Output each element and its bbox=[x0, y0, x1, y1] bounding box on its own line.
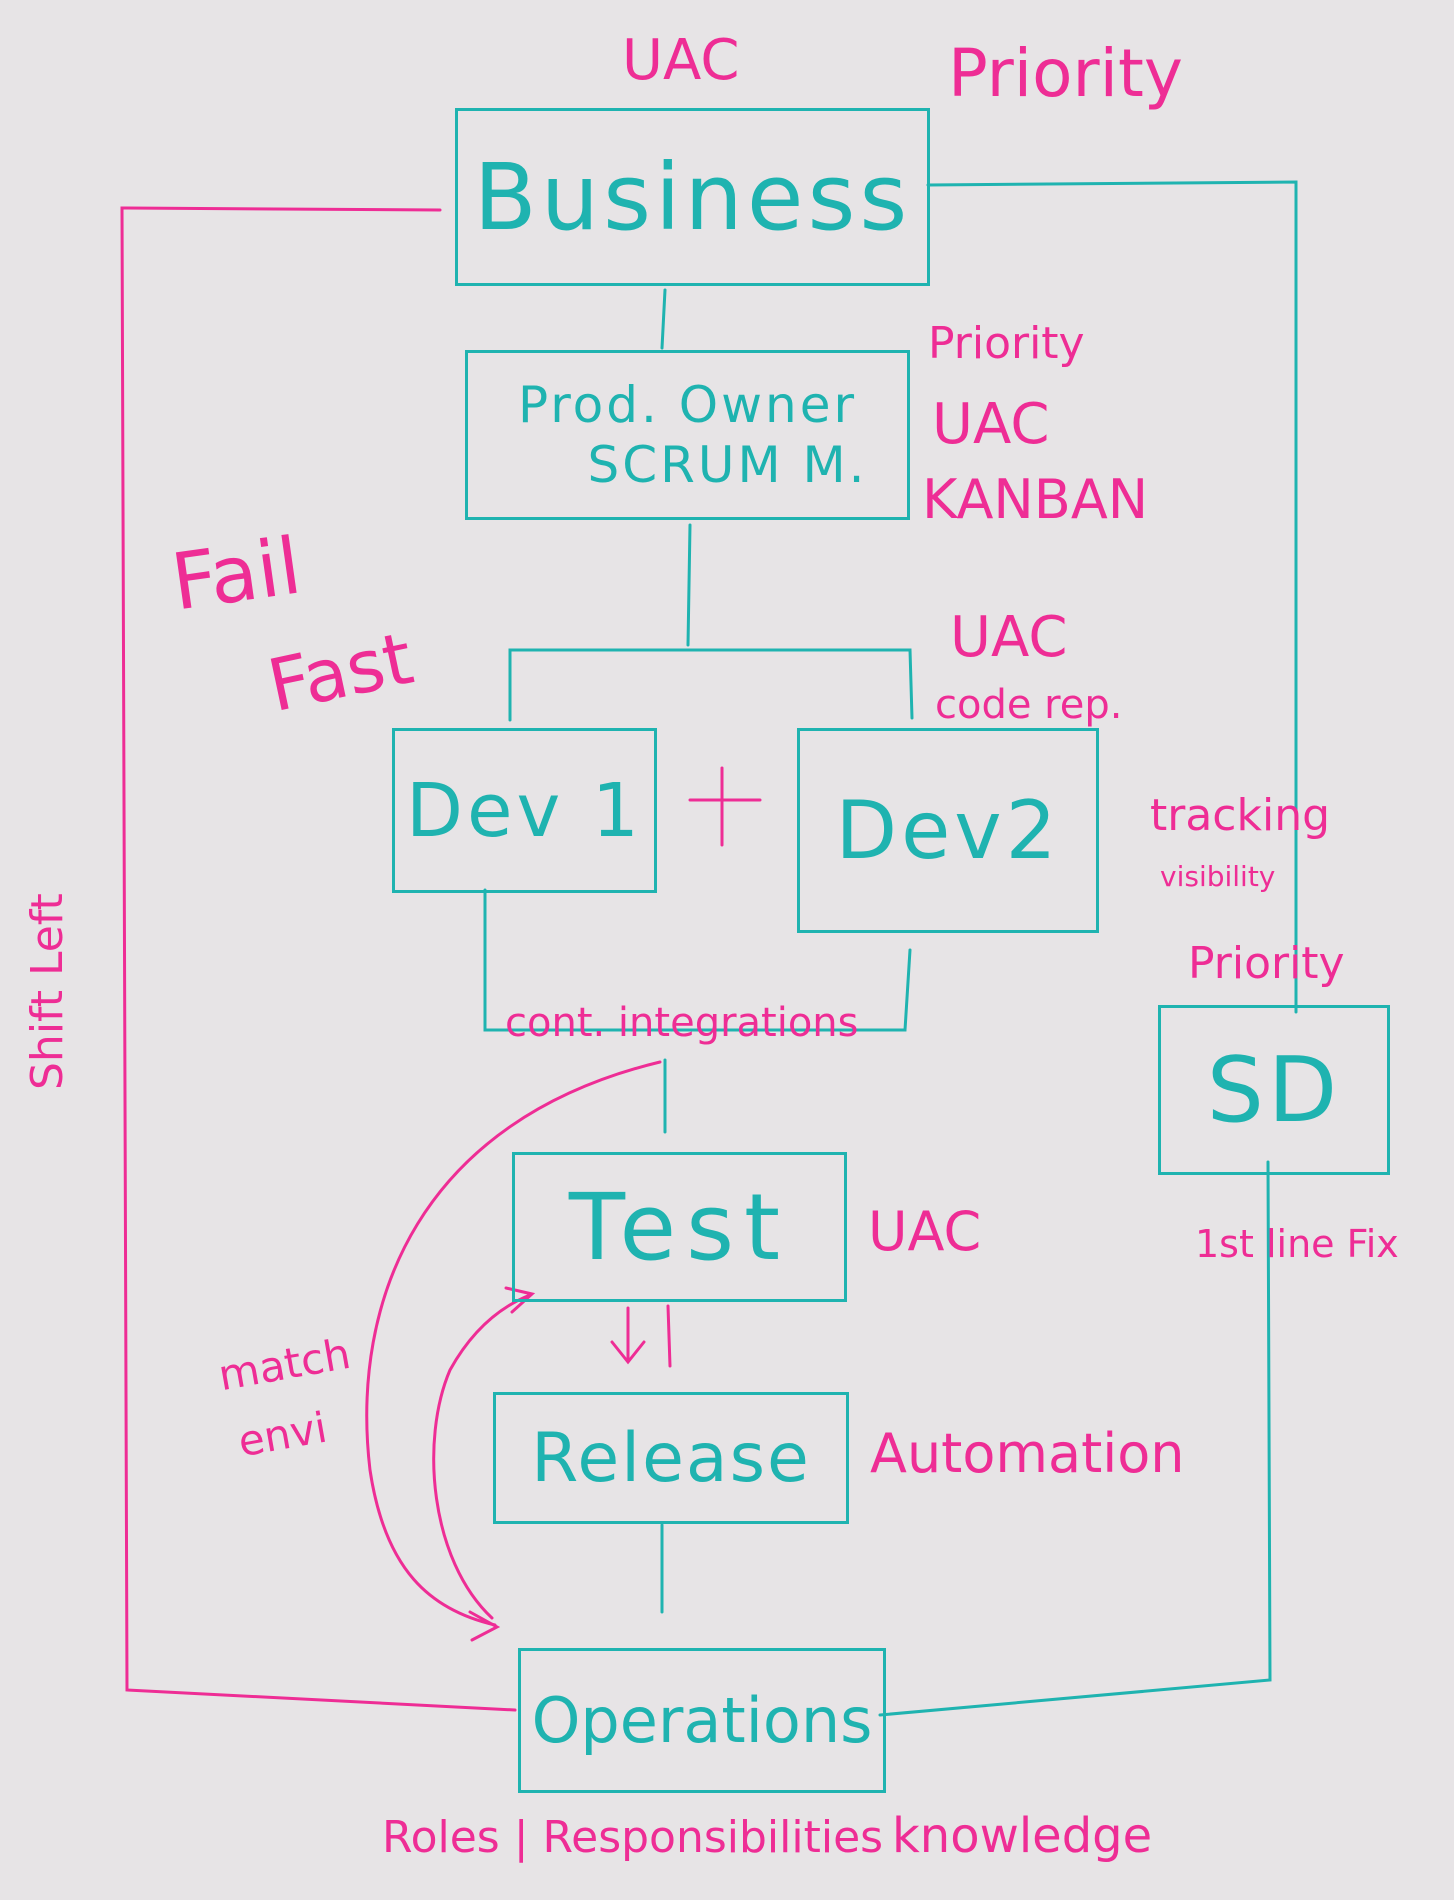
uac-dev-note: UAC bbox=[950, 605, 1068, 670]
test-label: Test bbox=[568, 1173, 791, 1281]
test-box: Test bbox=[512, 1152, 847, 1302]
line-business-to-sd bbox=[926, 180, 1298, 1014]
uac-top-note: UAC bbox=[622, 28, 740, 93]
code-rep-note: code rep. bbox=[935, 682, 1123, 728]
priority-top-note: Priority bbox=[948, 35, 1183, 112]
roles-responsibilities-note: Roles | Responsibilities bbox=[382, 1812, 884, 1863]
dev1-box: Dev 1 bbox=[392, 728, 657, 893]
visibility-note: visibility bbox=[1160, 860, 1276, 893]
scrum-master-label: SCRUM M. bbox=[587, 436, 868, 494]
shift-left-note: Shift Left bbox=[22, 893, 73, 1090]
automation-note: Automation bbox=[870, 1422, 1185, 1485]
line-shift-left-loop bbox=[120, 206, 517, 1712]
release-box: Release bbox=[493, 1392, 849, 1524]
tracking-note: tracking bbox=[1150, 790, 1331, 841]
service-desk-box: SD bbox=[1158, 1005, 1390, 1175]
service-desk-label: SD bbox=[1206, 1037, 1342, 1143]
arrowhead-operations bbox=[468, 1610, 501, 1642]
arrows-test-release bbox=[610, 1304, 672, 1368]
business-box: Business bbox=[455, 108, 930, 286]
line-sd-to-operations bbox=[878, 1160, 1272, 1717]
knowledge-note: knowledge bbox=[892, 1808, 1153, 1864]
priority-po-note: Priority bbox=[928, 318, 1085, 369]
release-label: Release bbox=[531, 1418, 811, 1498]
business-label: Business bbox=[473, 143, 912, 251]
dev2-box: Dev2 bbox=[797, 728, 1099, 933]
line-match-env-curve bbox=[365, 1060, 662, 1627]
product-owner-label: Prod. Owner bbox=[517, 376, 858, 434]
kanban-note: KANBAN bbox=[922, 468, 1149, 531]
product-owner-box: Prod. Owner SCRUM M. bbox=[465, 350, 910, 520]
uac-po-note: UAC bbox=[932, 392, 1050, 457]
operations-label: Operations bbox=[531, 1684, 873, 1757]
priority-sd-note: Priority bbox=[1188, 938, 1345, 989]
line-operations-to-test bbox=[432, 1293, 532, 1620]
line-fix-note: 1st line Fix bbox=[1195, 1222, 1399, 1266]
dev2-label: Dev2 bbox=[835, 784, 1061, 877]
line-po-to-fork bbox=[686, 523, 692, 647]
plus-sign bbox=[688, 766, 762, 847]
fail-note: Fail bbox=[166, 521, 307, 629]
dev1-label: Dev 1 bbox=[406, 767, 643, 854]
continuous-integration-label: cont. integrations bbox=[505, 1000, 859, 1046]
line-devs-to-ci bbox=[483, 888, 912, 1032]
uac-test-note: UAC bbox=[868, 1200, 982, 1263]
operations-box: Operations bbox=[518, 1648, 886, 1793]
line-fork-to-devs bbox=[508, 648, 914, 722]
line-business-to-po bbox=[660, 288, 667, 350]
